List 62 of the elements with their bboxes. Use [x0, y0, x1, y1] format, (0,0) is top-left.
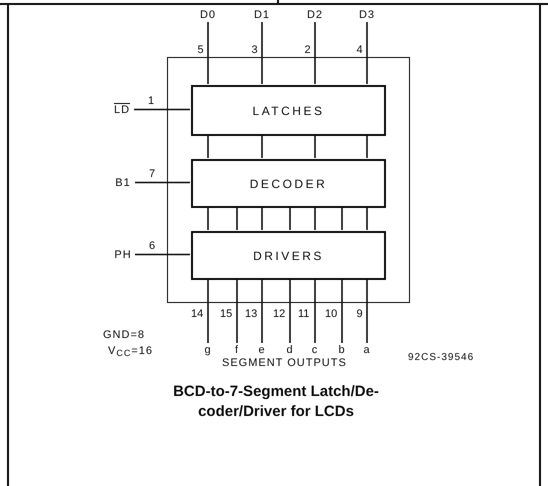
logic-block: DECODER	[191, 159, 386, 208]
signal-line	[236, 207, 238, 230]
pin-number: 4	[356, 44, 363, 56]
logic-block: DRIVERS	[191, 231, 386, 280]
signal-name: D1	[250, 8, 274, 22]
pin-number: 14	[191, 308, 204, 320]
signal-line	[207, 279, 209, 343]
signal-name: B1	[112, 176, 134, 190]
signal-name: e	[255, 343, 269, 357]
note-text: V$_{CC}$=16	[108, 345, 154, 360]
signal-name: a	[360, 343, 374, 357]
logic-block: LATCHES	[191, 85, 386, 136]
signal-line	[289, 207, 291, 230]
signal-line	[366, 207, 368, 230]
signal-name: g	[201, 343, 215, 357]
signal-line	[366, 279, 368, 343]
diagram-caption: BCD-to-7-Segment Latch/De- coder/Driver for LCDs	[172, 382, 380, 422]
signal-name: PH	[112, 248, 134, 262]
pin-number: 7	[149, 168, 156, 180]
signal-name: f	[230, 343, 244, 357]
signal-line	[366, 22, 368, 84]
pin-number: 12	[273, 308, 286, 320]
signal-name: d	[283, 343, 297, 357]
signal-line	[207, 135, 209, 158]
signal-line	[314, 279, 316, 343]
signal-line	[341, 207, 343, 230]
pin-number: 15	[220, 308, 232, 320]
signal-name: D3	[355, 8, 379, 22]
note-text: SEGMENT OUTPUTS	[222, 357, 347, 370]
signal-line	[314, 22, 316, 84]
pin-number: 13	[245, 308, 258, 320]
signal-line	[366, 135, 368, 158]
signal-line	[261, 279, 263, 343]
signal-line	[261, 207, 263, 230]
note-text: GND=8	[103, 329, 145, 342]
note-text: 92CS-39546	[408, 351, 474, 364]
signal-line	[207, 22, 209, 84]
chip-package-outline	[167, 57, 410, 303]
signal-line	[261, 22, 263, 84]
pin-number: 2	[304, 44, 311, 56]
signal-line	[135, 254, 190, 256]
signal-name: c	[308, 343, 322, 357]
pin-number: 10	[325, 308, 338, 320]
signal-line	[314, 135, 316, 158]
signal-line	[289, 279, 291, 343]
signal-name: b	[335, 343, 349, 357]
signal-line	[341, 279, 343, 343]
signal-line	[314, 207, 316, 230]
pin-number: 11	[298, 308, 310, 320]
pin-number: 5	[198, 44, 204, 56]
pin-number: 3	[252, 44, 258, 56]
pin-number: 6	[149, 240, 156, 252]
signal-line	[207, 207, 209, 230]
signal-line	[236, 279, 238, 343]
signal-line	[134, 108, 190, 110]
pin-number: 1	[148, 94, 154, 106]
pin-number: 9	[356, 308, 363, 320]
signal-name: LD	[111, 103, 133, 117]
signal-line	[135, 182, 190, 184]
signal-name: D0	[196, 8, 220, 22]
signal-line	[261, 135, 263, 158]
signal-name: D2	[303, 8, 327, 22]
